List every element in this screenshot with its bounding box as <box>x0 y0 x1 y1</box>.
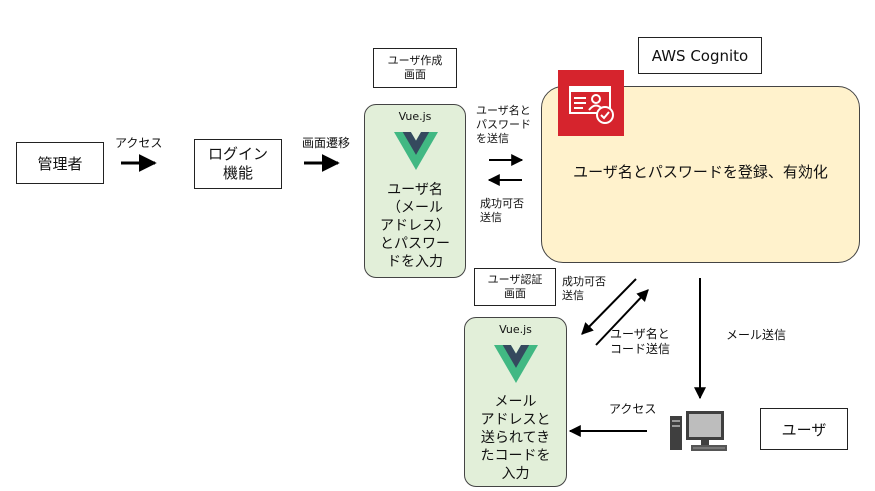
send-code-line: ユーザ名と <box>610 327 670 341</box>
login-box: ログイン 機能 <box>194 139 282 189</box>
vue-top-line: （メール <box>387 200 443 216</box>
access-label-bottom: アクセス <box>609 402 657 416</box>
vue-bottom-line: アドレスと <box>480 412 551 428</box>
user-label: ユーザ <box>781 420 827 439</box>
access-label-top: アクセス <box>115 136 163 150</box>
vue-top-line: とパスワー <box>380 236 450 252</box>
auth-screen-line2: 画面 <box>504 287 526 300</box>
cognito-panel: ユーザ名とパスワードを登録、有効化 <box>541 86 860 263</box>
arrow-result-bottom <box>581 278 637 335</box>
vue-top-line: ユーザ名 <box>387 182 443 198</box>
send-credentials-line: を送信 <box>476 132 509 145</box>
mail-send-label: メール送信 <box>726 328 787 342</box>
create-screen-caption: ユーザ作成 画面 <box>373 48 457 88</box>
login-label-line1: ログイン <box>207 145 268 163</box>
aws-cognito-icon <box>558 70 624 136</box>
login-label-line2: 機能 <box>222 164 253 182</box>
vue-top-line: ドを入力 <box>387 254 443 270</box>
result-label-bottom: 成功可否 送信 <box>562 275 606 303</box>
auth-screen-line1: ユーザ認証 <box>487 273 543 286</box>
send-code-line: コード送信 <box>610 342 671 356</box>
vue-top-text: ユーザ名 （メール アドレス） とパスワー ドを入力 <box>365 181 465 271</box>
user-box: ユーザ <box>760 408 848 450</box>
result-label-top: 成功可否 送信 <box>480 197 524 225</box>
send-code-label: ユーザ名と コード送信 <box>610 327 670 357</box>
vue-bottom-line: たコードを <box>480 448 551 464</box>
vue-panel-user-auth: Vue.js メール アドレスと 送られてき たコードを 入力 <box>464 317 567 487</box>
vue-logo-icon <box>494 345 538 383</box>
vue-title-bottom: Vue.js <box>499 323 532 336</box>
arrow-send-code <box>595 289 649 346</box>
auth-screen-caption: ユーザ認証 画面 <box>474 268 556 306</box>
aws-cognito-caption: AWS Cognito <box>638 37 762 74</box>
result-top-line: 送信 <box>480 211 502 224</box>
send-credentials-line: ユーザ名と <box>476 104 531 117</box>
admin-label: 管理者 <box>37 154 83 173</box>
create-screen-line2: 画面 <box>404 68 426 81</box>
send-credentials-label: ユーザ名と パスワード を送信 <box>476 104 531 146</box>
admin-box: 管理者 <box>16 142 104 184</box>
vue-logo-icon <box>394 132 438 170</box>
aws-cognito-label: AWS Cognito <box>651 46 749 65</box>
create-screen-line1: ユーザ作成 <box>387 54 443 67</box>
vue-bottom-text: メール アドレスと 送られてき たコードを 入力 <box>465 393 566 483</box>
cognito-text: ユーザ名とパスワードを登録、有効化 <box>573 163 828 181</box>
send-credentials-line: パスワード <box>476 118 531 131</box>
vue-title-top: Vue.js <box>398 110 432 123</box>
result-top-line: 成功可否 <box>480 197 524 210</box>
vue-top-line: アドレス） <box>380 218 450 234</box>
result-bottom-line: 成功可否 <box>562 275 606 288</box>
vue-bottom-line: メール <box>494 394 537 410</box>
desktop-computer-icon <box>670 411 727 451</box>
screen-transition-label: 画面遷移 <box>302 136 351 150</box>
vue-panel-user-create: Vue.js ユーザ名 （メール アドレス） とパスワー ドを入力 <box>364 104 466 278</box>
result-bottom-line: 送信 <box>562 289 584 302</box>
vue-bottom-line: 入力 <box>501 466 530 482</box>
vue-bottom-line: 送られてき <box>480 430 551 446</box>
